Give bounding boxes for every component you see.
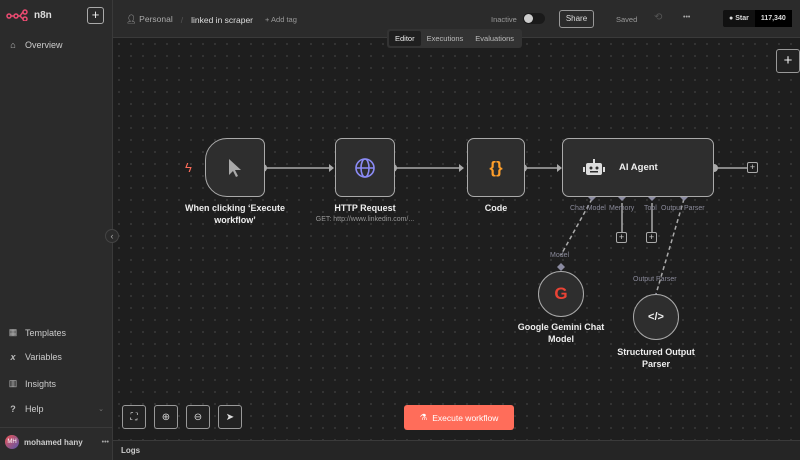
parser-port-label: Output Parser [633,276,677,283]
workflow-canvas[interactable]: ϟ When clicking ‘Execute workflow’ HTTP … [113,29,800,440]
sidebar-item-label: Variables [25,352,62,362]
active-toggle[interactable] [523,13,545,24]
zoom-in-icon: ⊕ [161,411,171,423]
sidebar-item-label: Help [25,404,44,414]
logo-text: n8n [34,9,52,21]
variables-icon: x [10,352,16,362]
http-node-label: HTTP Request [334,203,396,213]
code-brackets-icon: </> [648,311,664,323]
tab-executions[interactable]: Executions [426,34,464,43]
fit-view-icon: ⛶ [130,411,138,423]
sidebar-item-templates[interactable]: ▦ Templates [8,327,66,338]
port-label-tool: Tool [644,205,657,212]
sidebar-item-label: Templates [25,327,67,338]
sidebar: n8n + ⌂ Overview ▦ Templates x Variables ▥ I… [0,0,113,460]
code-node-label: Code [484,203,508,213]
pointer-icon: ➤ [225,411,235,423]
new-button[interactable]: + [87,7,104,24]
github-icon: ● [729,15,734,22]
add-tool-button[interactable]: + [646,232,657,243]
user-more-button[interactable]: ••• [101,438,109,446]
code-node[interactable]: {} [467,138,525,197]
connections [259,164,747,301]
trigger-node-label: When clicking ‘Execute workflow’ [184,203,286,225]
gemini-node-label: Google Gemini Chat Model [517,322,605,344]
more-options-button[interactable]: ••• [683,14,691,21]
globe-icon [355,157,375,178]
add-node-after-agent-button[interactable]: + [747,162,758,173]
insights-icon: ▥ [8,378,18,388]
n8n-logo-icon [6,9,28,21]
add-memory-button[interactable]: + [616,232,627,243]
sidebar-item-insights[interactable]: ▥ Insights [8,378,56,389]
tab-evaluations[interactable]: Evaluations [475,34,515,43]
history-icon[interactable]: ⟲ [654,12,663,23]
add-tag-button[interactable]: + Add tag [265,15,297,24]
connection-output-parser [655,198,685,295]
workflow-name[interactable]: linked in scraper [191,14,253,25]
user-menu[interactable]: MH mohamed hany ••• [5,435,109,449]
robot-icon [583,158,605,175]
trigger-node[interactable] [205,138,265,197]
execute-workflow-button[interactable]: ⚗ Execute workflow [404,405,514,430]
connection-chat-model [560,198,593,256]
fit-view-button[interactable]: ⛶ [122,405,146,429]
star-count: 117,340 [754,10,792,27]
logs-label: Logs [121,446,141,455]
separator: / [180,14,184,25]
google-icon: G [554,284,568,303]
gemini-node[interactable]: G [538,271,584,317]
sidebar-item-label: Overview [25,40,63,50]
zoom-in-button[interactable]: ⊕ [154,405,178,429]
connection-empty-slots [621,203,653,232]
breadcrumb: 👤︎ Personal / linked in scraper + Add ta… [126,14,297,25]
view-tabs: Editor Executions Evaluations [387,29,523,48]
zoom-out-button[interactable]: ⊖ [186,405,210,429]
execute-label: Execute workflow [432,412,499,423]
help-icon: ? [10,404,16,414]
project-label: Personal [139,14,173,24]
add-node-button[interactable]: + [776,49,800,73]
chevron-down-icon: ⌄ [98,406,104,413]
tidy-up-button[interactable]: ➤ [218,405,242,429]
sidebar-item-overview[interactable]: ⌂ Overview [8,40,63,50]
code-icon: {} [489,157,503,177]
project-link[interactable]: 👤︎ Personal [126,14,173,25]
logs-panel[interactable]: Logs [113,440,800,460]
user-icon: 👤︎ [126,14,137,24]
avatar: MH [5,435,19,449]
saved-status: Saved [616,15,638,24]
port-label-memory: Memory [609,205,635,212]
ai-agent-label: AI Agent [619,162,658,173]
templates-icon: ▦ [8,327,18,337]
flask-icon: ⚗ [419,412,428,422]
port-label-chat-model: Chat Model [570,205,606,212]
sidebar-item-help[interactable]: ? Help ⌄ [8,404,104,414]
github-star-button[interactable]: ● Star 117,340 [723,10,792,27]
http-node-subtitle: GET: http://www.linkedin.com/... [315,216,415,223]
share-button[interactable]: Share [559,10,594,28]
parser-node-label: Structured Output Parser [617,347,695,369]
sidebar-item-label: Insights [25,378,57,389]
user-name: mohamed hany [24,437,83,447]
port-label-output-parser: Output Parser [661,205,705,212]
ai-agent-node[interactable]: AI Agent [562,138,714,197]
structured-output-parser-node[interactable]: </> [633,294,679,340]
home-icon: ⌂ [10,40,16,50]
collapse-sidebar-button[interactable]: ‹ [105,229,119,243]
http-request-node[interactable] [335,138,395,197]
logo[interactable]: n8n [6,9,52,21]
cursor-icon [229,158,241,177]
active-status-label: Inactive [491,15,517,24]
divider [0,427,112,428]
gemini-port-label: Model [550,252,570,259]
star-label: Star [735,15,749,22]
zoom-out-icon: ⊖ [193,411,203,423]
tab-editor[interactable]: Editor [389,31,421,46]
lightning-icon: ϟ [185,160,192,175]
sidebar-item-variables[interactable]: x Variables [8,352,62,362]
